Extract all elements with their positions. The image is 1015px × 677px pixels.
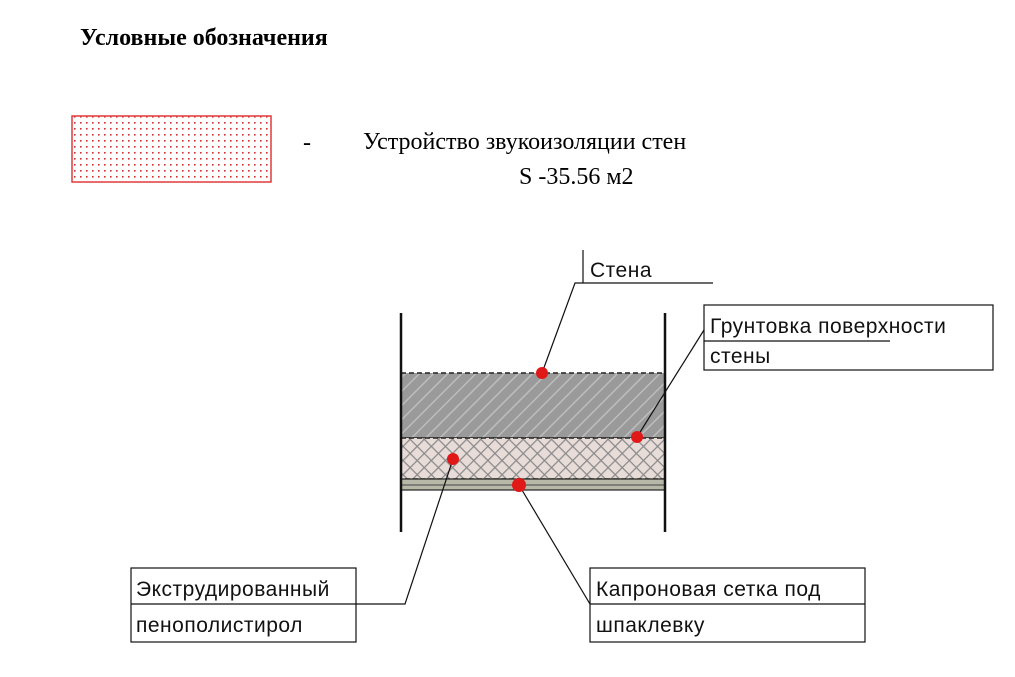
callout-primer-2: стены [710,345,771,368]
marker-xps [447,453,459,465]
legend-title: Условные обозначения [80,25,328,51]
marker-primer [631,431,643,443]
markers [447,367,643,492]
callout-wall: Стена [590,259,652,282]
legend-item-label: Устройство звукоизоляции стен [363,129,686,155]
marker-mesh [512,478,526,492]
legend-item-area: S -35.56 м2 [519,164,634,190]
legend-swatch [71,115,272,183]
callout-primer-1: Грунтовка поверхности [710,315,946,338]
section [399,313,667,532]
callout-xps-1: Экструдированный [136,578,330,601]
legend-dash: - [303,130,311,156]
xps-layer [400,437,666,480]
callout-mesh-2: шпаклевку [596,614,705,637]
callout-xps-2: пенополистирол [136,614,303,637]
callout-mesh-1: Капроновая сетка под [596,578,821,601]
marker-wall [536,367,548,379]
wall-layer [400,372,666,439]
